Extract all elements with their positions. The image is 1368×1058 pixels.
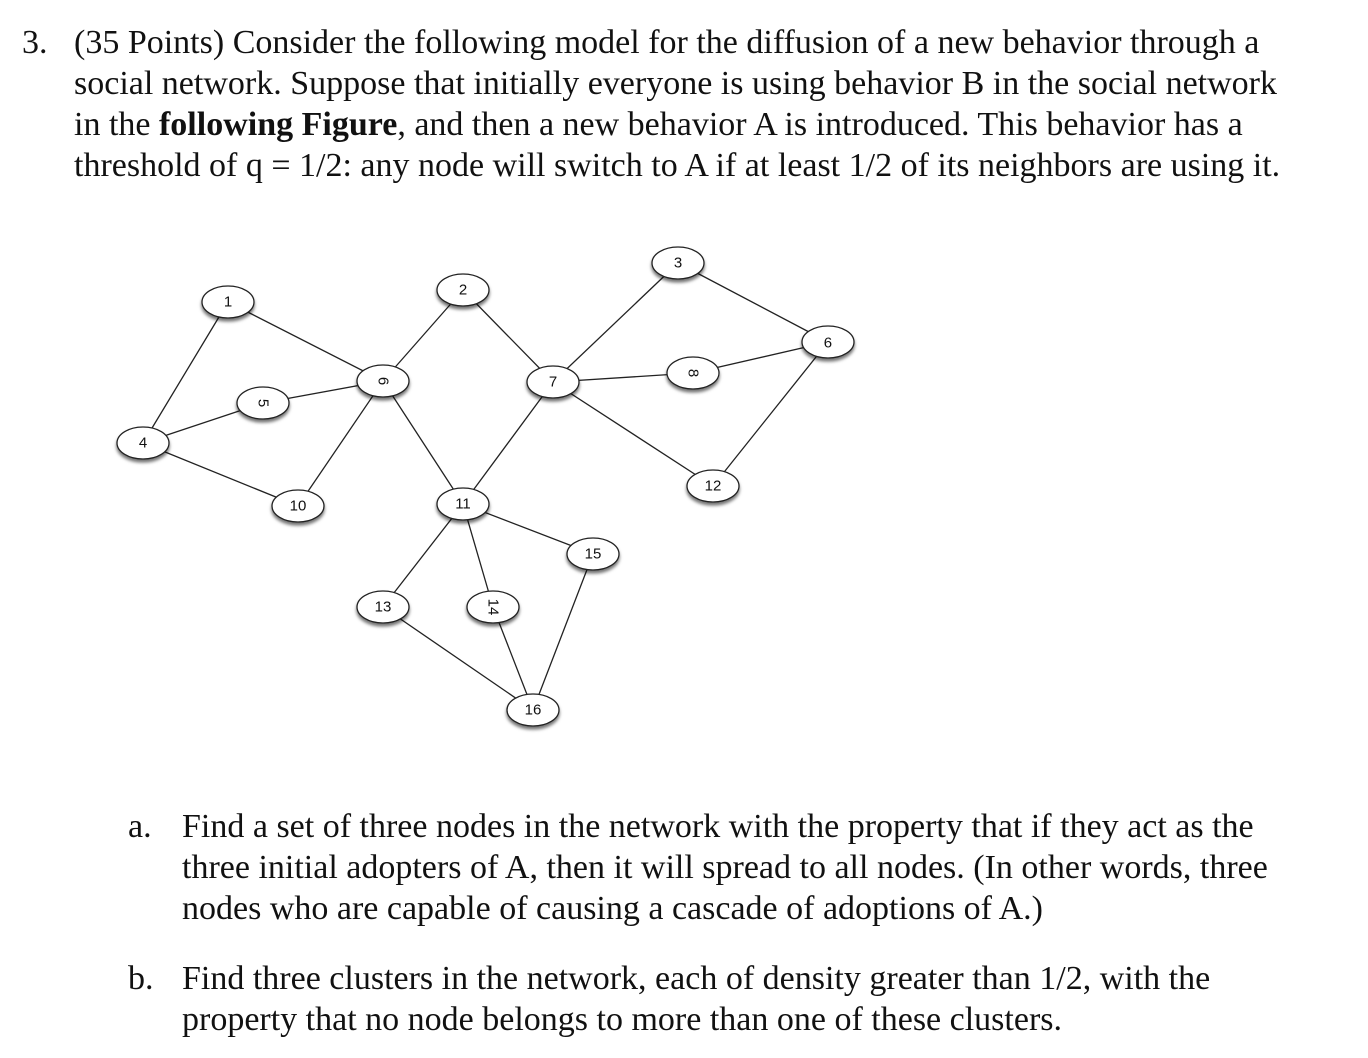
node-5: 5 <box>236 386 290 420</box>
node-6: 6 <box>356 364 410 398</box>
node-13-circle <box>356 590 410 624</box>
edge-7-3 <box>552 262 679 383</box>
node-2-label: 2 <box>459 282 467 299</box>
node-1: 1 <box>201 285 255 319</box>
node-1-circle <box>201 285 255 319</box>
edge-14-16 <box>492 606 534 711</box>
node-10: 10 <box>271 489 325 523</box>
node-3-circle <box>651 246 705 280</box>
edge-1-6 <box>227 301 384 382</box>
part-a-letter: a. <box>128 808 152 845</box>
edge-11-13 <box>382 503 464 608</box>
edge-6-2 <box>382 289 464 382</box>
node-6-circle <box>356 364 410 398</box>
node-12: 12 <box>686 469 740 503</box>
node-6-label: 6 <box>375 377 392 385</box>
node-15: 15 <box>566 537 620 571</box>
question-line-3: in the following Figure, and then a new … <box>74 106 1243 143</box>
node-11: 11 <box>436 487 490 521</box>
edge-3-9 <box>677 262 829 343</box>
node-11-label: 11 <box>455 496 471 513</box>
node-5-circle <box>236 386 290 420</box>
edge-11-14 <box>462 503 494 608</box>
node-16: 16 <box>506 693 560 727</box>
node-16-label: 16 <box>525 702 542 719</box>
node-16-circle <box>506 693 560 727</box>
node-14: 14 <box>466 590 520 624</box>
node-12-circle <box>686 469 740 503</box>
edge-4-10 <box>142 442 299 507</box>
node-8: 8 <box>666 356 720 390</box>
question-number: 3. <box>22 24 48 61</box>
node-8-circle <box>666 356 720 390</box>
node-9: 9 <box>801 325 855 359</box>
node-1-label: 1 <box>224 294 232 311</box>
part-b-letter: b. <box>128 960 154 997</box>
part-a-text: Find a set of three nodes in the network… <box>182 808 1268 927</box>
node-4-label: 4 <box>139 435 147 452</box>
node-10-circle <box>271 489 325 523</box>
node-13-label: 13 <box>375 599 392 616</box>
node-14-label: 14 <box>485 599 502 616</box>
node-4-circle <box>116 426 170 460</box>
edge-2-7 <box>462 289 554 383</box>
node-2-circle <box>436 273 490 307</box>
node-7: 7 <box>526 365 580 399</box>
node-5-label: 5 <box>255 399 272 407</box>
edge-6-11 <box>382 380 464 505</box>
edge-10-6 <box>297 380 384 507</box>
node-10-label: 10 <box>290 498 307 515</box>
node-9-label: 9 <box>824 334 832 351</box>
edge-7-12 <box>552 381 714 487</box>
part-b-text: Find three clusters in the network, each… <box>182 960 1211 1038</box>
node-15-circle <box>566 537 620 571</box>
node-13: 13 <box>356 590 410 624</box>
question-line-1: (35 Points) Consider the following model… <box>74 24 1260 61</box>
node-2: 2 <box>436 273 490 307</box>
node-7-circle <box>526 365 580 399</box>
node-3: 3 <box>651 246 705 280</box>
node-7-label: 7 <box>549 374 557 391</box>
question-line-2: social network. Suppose that initially e… <box>74 65 1277 102</box>
node-8-label: 8 <box>685 369 702 377</box>
question-text: (35 Points) Consider the following model… <box>74 22 1364 186</box>
question-line-4: threshold of q = 1/2: any node will swit… <box>74 147 1281 184</box>
node-12-label: 12 <box>705 478 722 495</box>
figure-reference: following Figure <box>158 106 398 143</box>
edge-7-11 <box>462 381 554 505</box>
points-label: (35 Points) <box>74 24 225 61</box>
edge-15-16 <box>532 553 594 711</box>
node-4: 4 <box>116 426 170 460</box>
edge-13-16 <box>382 606 534 711</box>
node-3-label: 3 <box>674 255 682 272</box>
edge-9-12 <box>712 341 829 487</box>
node-14-circle <box>466 590 520 624</box>
node-11-circle <box>436 487 490 521</box>
node-9-circle <box>801 325 855 359</box>
edge-1-4 <box>142 301 229 444</box>
node-15-label: 15 <box>585 546 602 563</box>
